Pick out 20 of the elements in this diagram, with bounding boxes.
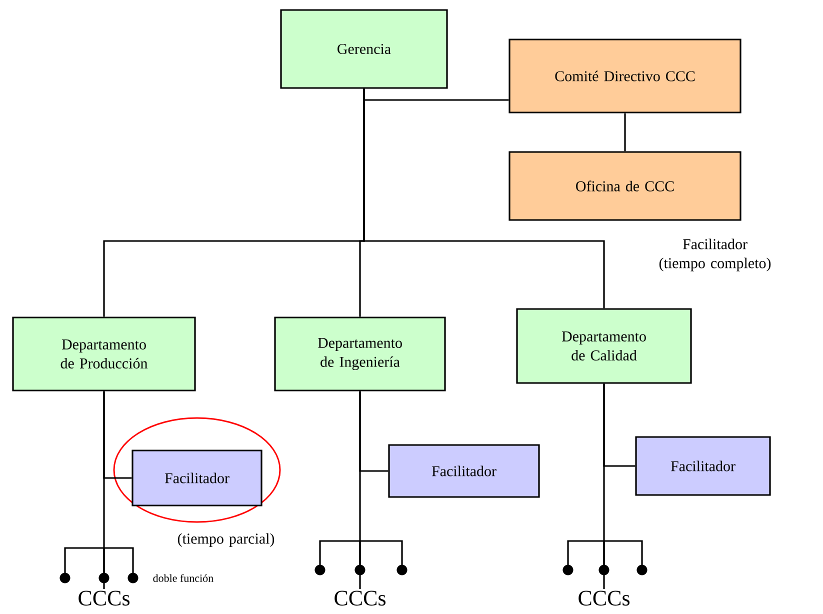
connector-line: [359, 391, 361, 589]
connector-line: [603, 384, 605, 589]
process-box: Comité Directivo CCC: [508, 38, 742, 114]
note-text: Facilitador (tiempo completo): [659, 238, 771, 272]
process-box: Facilitador: [388, 444, 540, 498]
note-text: doble función: [153, 574, 214, 582]
group-label: CCCs: [334, 590, 386, 606]
process-box: Facilitador: [132, 450, 262, 506]
note-text: (tiempo parcial): [178, 533, 274, 547]
group-label: CCCs: [78, 590, 130, 606]
process-box: Gerencia: [280, 9, 448, 89]
connector-line: [363, 88, 605, 308]
process-box: Departamento de Producción: [12, 316, 196, 392]
group-label: CCCs: [578, 590, 630, 606]
process-box: Departamento de Ingeniería: [274, 316, 446, 392]
process-box: Oficina de CCC: [508, 151, 742, 221]
connector-line: [103, 391, 105, 589]
process-box: Facilitador: [635, 436, 771, 496]
process-box: Departamento de Calidad: [516, 308, 692, 384]
connector-line: [624, 113, 626, 152]
